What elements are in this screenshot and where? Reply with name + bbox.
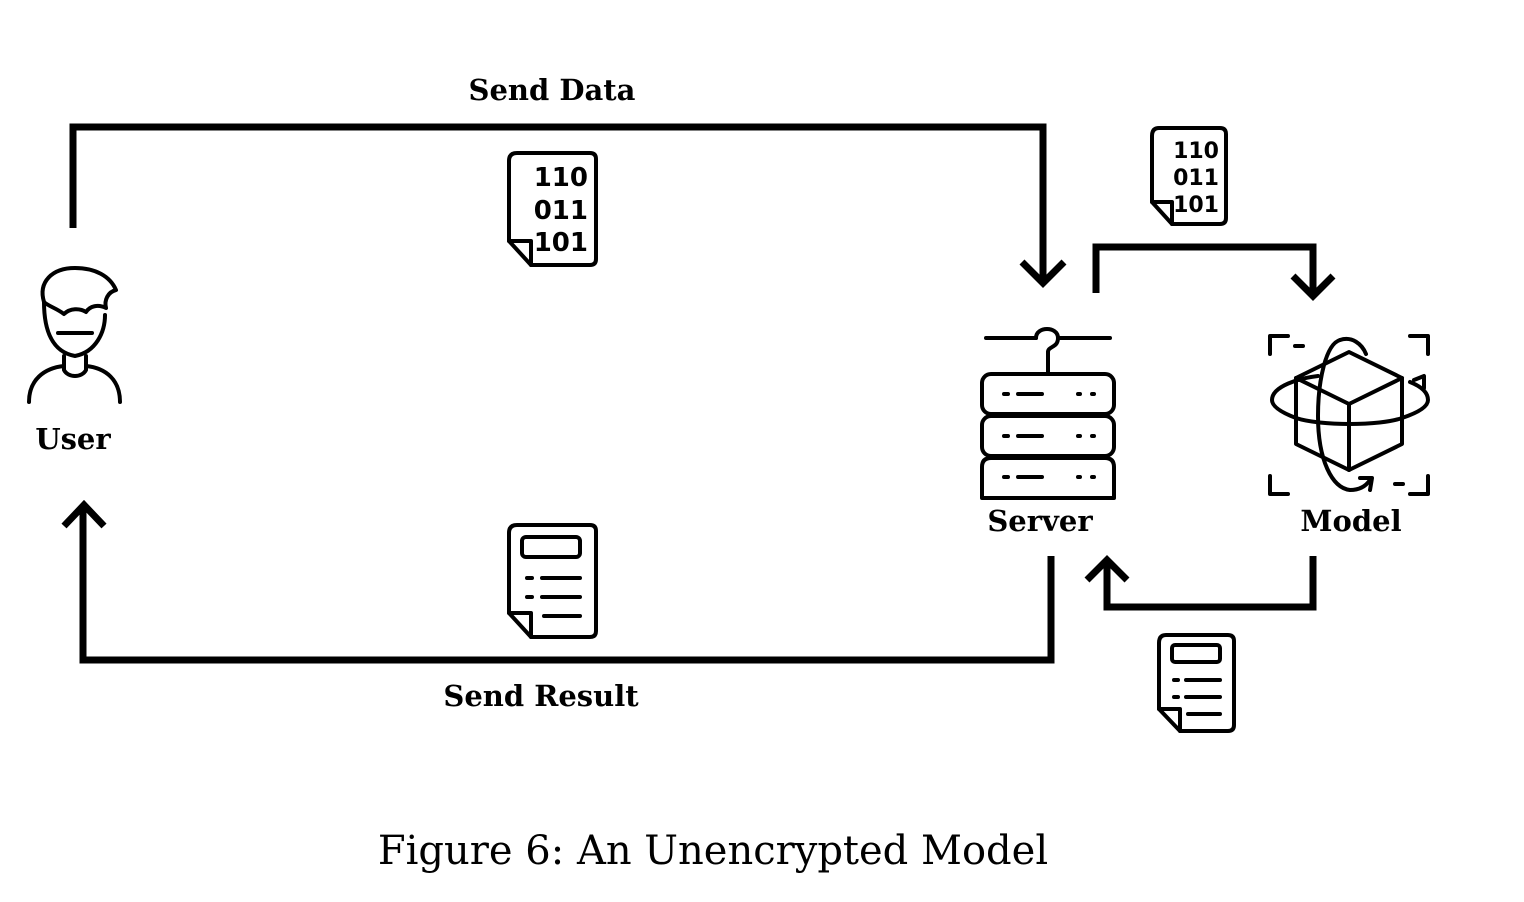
text-document-icon	[1157, 633, 1236, 733]
server-label: Server	[987, 504, 1093, 538]
server-to-model-arrow	[1092, 243, 1336, 301]
binary-line: 101	[1173, 193, 1219, 218]
server-icon	[980, 327, 1116, 500]
figure-caption: Figure 6: An Unencrypted Model	[378, 828, 1048, 874]
model-cube-icon	[1268, 334, 1430, 496]
user-icon	[27, 266, 122, 404]
binary-document-icon: 110 011 101	[507, 151, 598, 267]
binary-line: 110	[534, 163, 588, 193]
binary-line: 101	[534, 228, 588, 258]
send-data-label: Send Data	[469, 73, 636, 107]
send-result-label: Send Result	[443, 679, 639, 713]
binary-line: 011	[1173, 166, 1219, 191]
send-result-arrow	[61, 499, 1055, 664]
binary-document-icon: 110 011 101	[1150, 126, 1228, 226]
binary-line: 110	[1173, 139, 1219, 164]
binary-line: 011	[534, 196, 588, 226]
user-label: User	[35, 422, 111, 456]
text-document-icon	[507, 523, 598, 639]
send-data-arrow	[69, 123, 1067, 288]
model-label: Model	[1300, 504, 1401, 538]
model-to-server-arrow	[1084, 555, 1317, 611]
